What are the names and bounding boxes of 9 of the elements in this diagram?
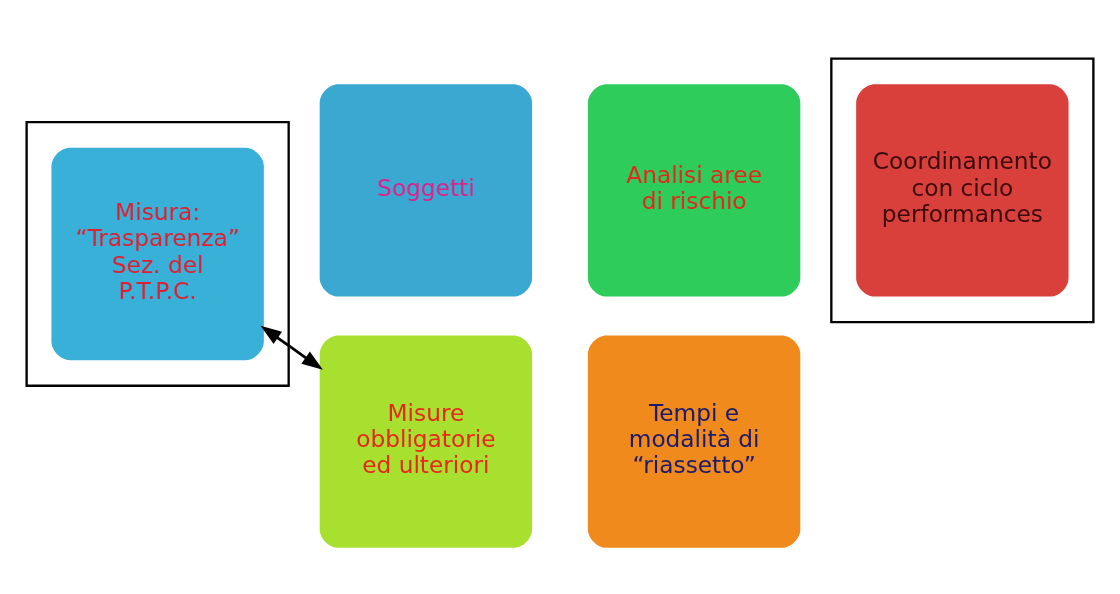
node-box: Misura: “Trasparenza” Sez. del P.T.P.C.: [51, 147, 264, 361]
node-box: Misure obbligatorie ed ulteriori: [319, 335, 533, 548]
node-box: Coordinamento con ciclo performances: [856, 84, 1069, 297]
cluster: [25, 121, 290, 387]
cluster: [830, 57, 1095, 324]
node-box: Analisi aree di rischio: [587, 84, 801, 297]
node-box: Soggetti: [319, 84, 533, 297]
arrow: [260, 325, 323, 370]
node-box: Tempi e modalità di “riassetto”: [587, 335, 801, 548]
